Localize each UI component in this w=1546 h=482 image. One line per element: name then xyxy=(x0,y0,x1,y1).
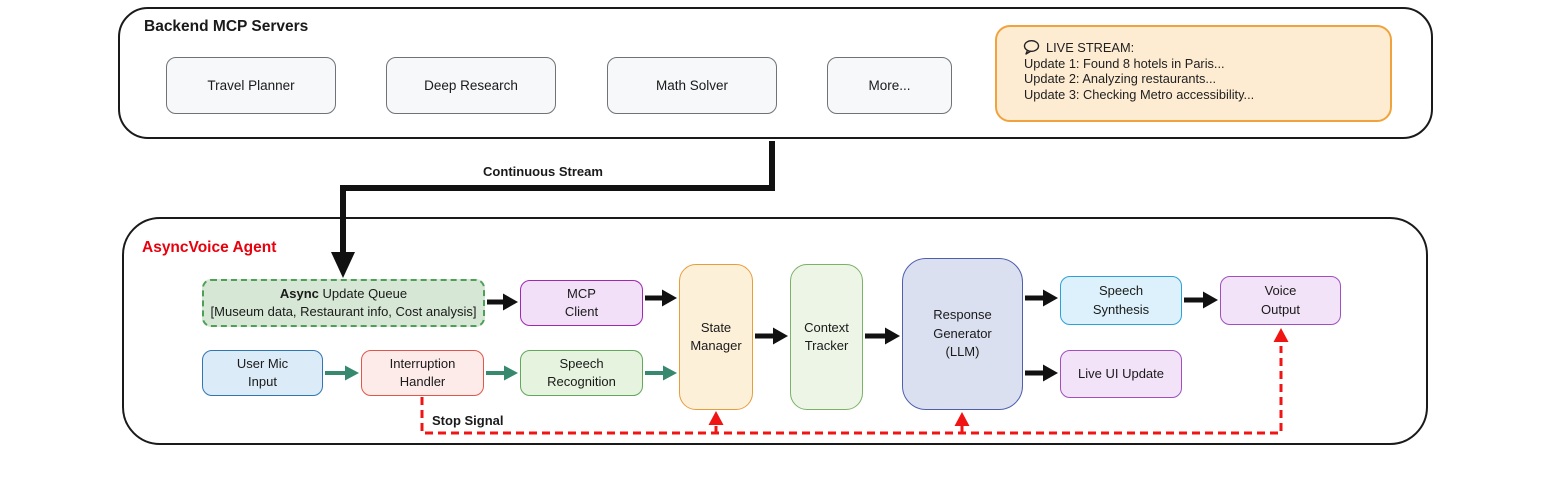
node-label: Recognition xyxy=(547,374,616,389)
node-label: Client xyxy=(564,304,599,319)
node-label: Input xyxy=(248,374,277,389)
node-label: State xyxy=(700,319,732,335)
node-state-manager: State Manager xyxy=(679,264,753,410)
node-mcp-client: MCP Client xyxy=(520,280,643,326)
server-label: Travel Planner xyxy=(207,78,295,93)
node-label: Response xyxy=(933,307,992,323)
node-label: Generator xyxy=(933,325,992,341)
node-label: User Mic xyxy=(236,355,289,371)
node-async-update-queue: Async Update Queue [Museum data, Restaur… xyxy=(202,279,485,327)
node-label: Tracker xyxy=(804,338,849,353)
stop-signal-label: Stop Signal xyxy=(432,413,504,428)
node-label: Live UI Update xyxy=(1078,365,1164,381)
node-label: Output xyxy=(1260,301,1301,317)
node-interruption-handler: Interruption Handler xyxy=(361,350,484,396)
live-stream-title: LIVE STREAM: xyxy=(1046,40,1135,55)
speech-bubble-icon xyxy=(1023,40,1040,55)
server-label: More... xyxy=(868,78,911,93)
node-label: Voice xyxy=(1264,283,1297,299)
asyncvoice-agent-container xyxy=(122,217,1428,445)
node-label: Context xyxy=(804,319,849,335)
node-context-tracker: Context Tracker xyxy=(790,264,863,410)
node-label: Synthesis xyxy=(1092,301,1150,317)
async-queue-label-rest: Update Queue xyxy=(318,285,408,301)
node-response-generator: Response Generator (LLM) xyxy=(902,258,1023,410)
node-label: (LLM) xyxy=(945,344,980,360)
node-label: Interruption xyxy=(389,355,456,371)
live-stream-update: Update 1: Found 8 hotels in Paris... xyxy=(1024,55,1225,71)
server-travel-planner: Travel Planner xyxy=(166,57,336,114)
server-deep-research: Deep Research xyxy=(386,57,556,114)
node-label: Speech xyxy=(1098,283,1144,299)
async-queue-label-bold: Async xyxy=(279,285,319,301)
node-voice-output: Voice Output xyxy=(1220,276,1341,325)
node-speech-synthesis: Speech Synthesis xyxy=(1060,276,1182,325)
continuous-stream-label: Continuous Stream xyxy=(483,164,603,179)
node-user-mic-input: User Mic Input xyxy=(202,350,323,396)
server-math-solver: Math Solver xyxy=(607,57,777,114)
server-label: Math Solver xyxy=(655,78,729,93)
backend-title: Backend MCP Servers xyxy=(144,18,309,35)
agent-title: AsyncVoice Agent xyxy=(142,239,277,256)
live-stream-panel: LIVE STREAM: Update 1: Found 8 hotels in… xyxy=(995,25,1392,122)
live-stream-update: Update 2: Analyzing restaurants... xyxy=(1024,71,1217,86)
node-label: Manager xyxy=(690,338,742,353)
async-queue-detail: [Museum data, Restaurant info, Cost anal… xyxy=(210,304,477,319)
server-label: Deep Research xyxy=(424,78,518,93)
live-stream-update: Update 3: Checking Metro accessibility..… xyxy=(1024,86,1255,102)
server-more: More... xyxy=(827,57,952,114)
node-label: MCP xyxy=(567,285,596,301)
node-label: Handler xyxy=(399,374,446,389)
node-speech-recognition: Speech Recognition xyxy=(520,350,643,396)
node-label: Speech xyxy=(559,355,604,371)
node-live-ui-update: Live UI Update xyxy=(1060,350,1182,398)
